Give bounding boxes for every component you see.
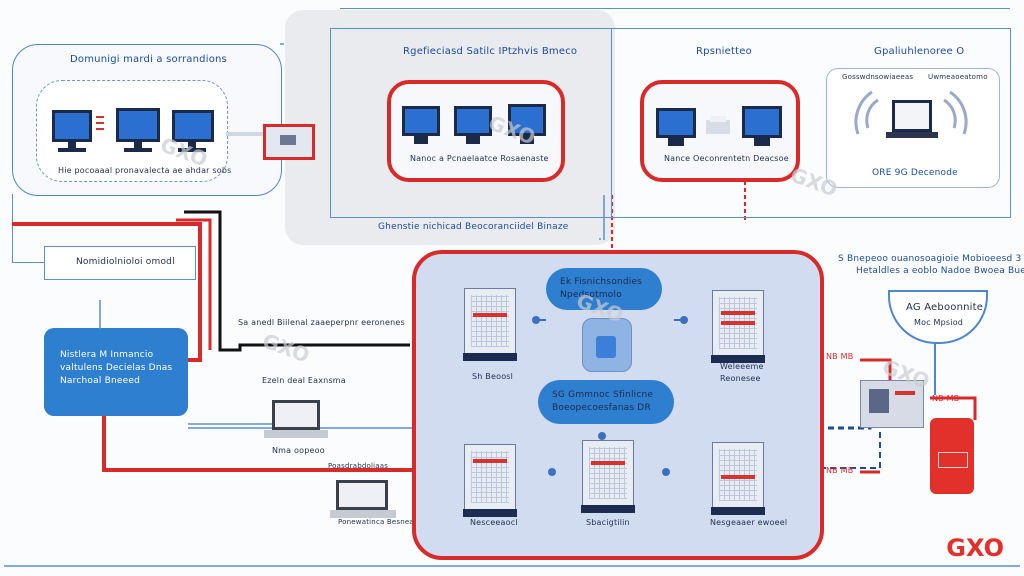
laptop-icon (264, 400, 328, 438)
right-zone-panel (610, 28, 1011, 218)
server-rack-2[interactable] (711, 290, 765, 363)
server-rack-5[interactable] (711, 442, 765, 515)
right-zone-caption: Nance Oeconrentetn Deacsoe (664, 154, 789, 163)
network-module (263, 124, 315, 160)
laptop-1[interactable] (262, 398, 332, 444)
network-switch[interactable] (860, 380, 924, 428)
monitor-icon (116, 108, 160, 152)
server-rack-1-label: Sh Beoosl (472, 372, 514, 381)
server-rack-4[interactable] (581, 440, 635, 513)
wireless-laptop (854, 90, 968, 138)
wireless-sub-right: Uwmeaoeatomo (928, 73, 988, 81)
server-rack-1[interactable] (463, 288, 517, 361)
right-note-2: Hetaldles a eoblo Nadoe Bwoea Bueo (856, 266, 1024, 276)
server-rack-2-label: Weleeeme (720, 362, 764, 371)
wireless-sub-left: Gosswdnsowiaeeas (842, 73, 914, 81)
top-left-caption: Hie pocoaaal pronavalecta ae ahdar sobs (58, 166, 232, 175)
server-rack-3[interactable] (463, 444, 517, 517)
left-loop-line-2 (12, 262, 44, 263)
control-unit-label: Nistlera M Inmancio valtulens Decielas D… (60, 350, 173, 386)
control-unit-box[interactable] (44, 328, 188, 416)
wifi-icon (854, 90, 968, 135)
wireless-caption: ORE 9G Decenode (872, 168, 958, 178)
server-zone-title: Rgefieciasd Satilc IPtzhvis Bmeco (403, 46, 578, 57)
laptop-2[interactable] (330, 478, 400, 524)
laptop2-caption: Ponewatinca Besneaa (338, 518, 419, 526)
top-left-monitors (52, 108, 214, 152)
monitor-icon (656, 108, 696, 146)
laptop-icon (886, 100, 938, 138)
datacenter-hub-core (596, 336, 616, 358)
brand-logo: GXO (946, 534, 1004, 562)
left-loop-line (12, 194, 13, 262)
left-label-text: Nomidiolnioloi omodl (76, 257, 175, 267)
laptop-icon (330, 480, 396, 518)
top-frame-line (340, 8, 1010, 9)
right-zone-title: Rpsnietteo (696, 46, 752, 57)
server-rack-6-label: Nesgeaaer ewoeel (710, 518, 788, 527)
link-line (226, 132, 266, 136)
small-red-label-1: NB MB (826, 352, 854, 361)
right-zone-devices (656, 106, 782, 146)
wireless-title: Gpaliuhlenoree O (874, 46, 965, 57)
monitor-icon (742, 106, 782, 146)
datacenter-pill-1[interactable] (546, 268, 662, 310)
bottom-arrow-label: Poasdrabdoliaas (328, 462, 389, 470)
left-label-box (44, 246, 196, 280)
server-zone-panel (330, 28, 612, 218)
laptop1-label: Ezeln deal Eaxnsma (262, 376, 346, 385)
monitor-icon (402, 106, 440, 144)
server-rack-3-label: Reonesee (720, 374, 761, 383)
printer-icon (706, 116, 730, 134)
server-zone-caption: Nanoc a Pcnaelaatce Rosaenaste (410, 154, 549, 163)
server-rack-4-label: Nesceeaocl (470, 518, 518, 527)
datacenter-pill-2[interactable] (538, 380, 674, 424)
small-red-label-3: NB MB (826, 466, 854, 475)
datacenter-links (532, 316, 688, 476)
server-rack-5-label: Sbacigtilin (586, 518, 630, 527)
server-zone-footer: Ghenstie nichicad Beocoranciidel Binaze (378, 222, 569, 232)
firewall-device[interactable] (930, 418, 974, 494)
router-title: AG Aeboonnite (906, 302, 984, 313)
laptop1-caption: Nma oopeoo (272, 446, 325, 455)
datacenter-pill-1-text: Ek Fisnichsondies Npedsotmolo (560, 277, 643, 300)
router-sub: Moc Mpsiod (914, 318, 964, 327)
monitor-icon (52, 110, 92, 152)
monitor-icon (454, 106, 492, 144)
top-left-title: Domunigi mardi a sorrandions (70, 54, 227, 65)
monitor-icon (508, 104, 546, 144)
server-zone-monitors (402, 104, 546, 144)
cable-label: Sa anedl Biilenal zaaeperpnr eeronenes (238, 318, 405, 327)
small-red-label-2: NB MB (932, 394, 960, 403)
datacenter-pill-2-text: SG Gmmnoc Sfinlicne Boeopecoesfanas DR (552, 390, 654, 413)
right-note-1: S Bnepeoo ouanosoagioie Mobioeesd 3 (838, 254, 1022, 264)
monitor-icon (172, 110, 214, 152)
